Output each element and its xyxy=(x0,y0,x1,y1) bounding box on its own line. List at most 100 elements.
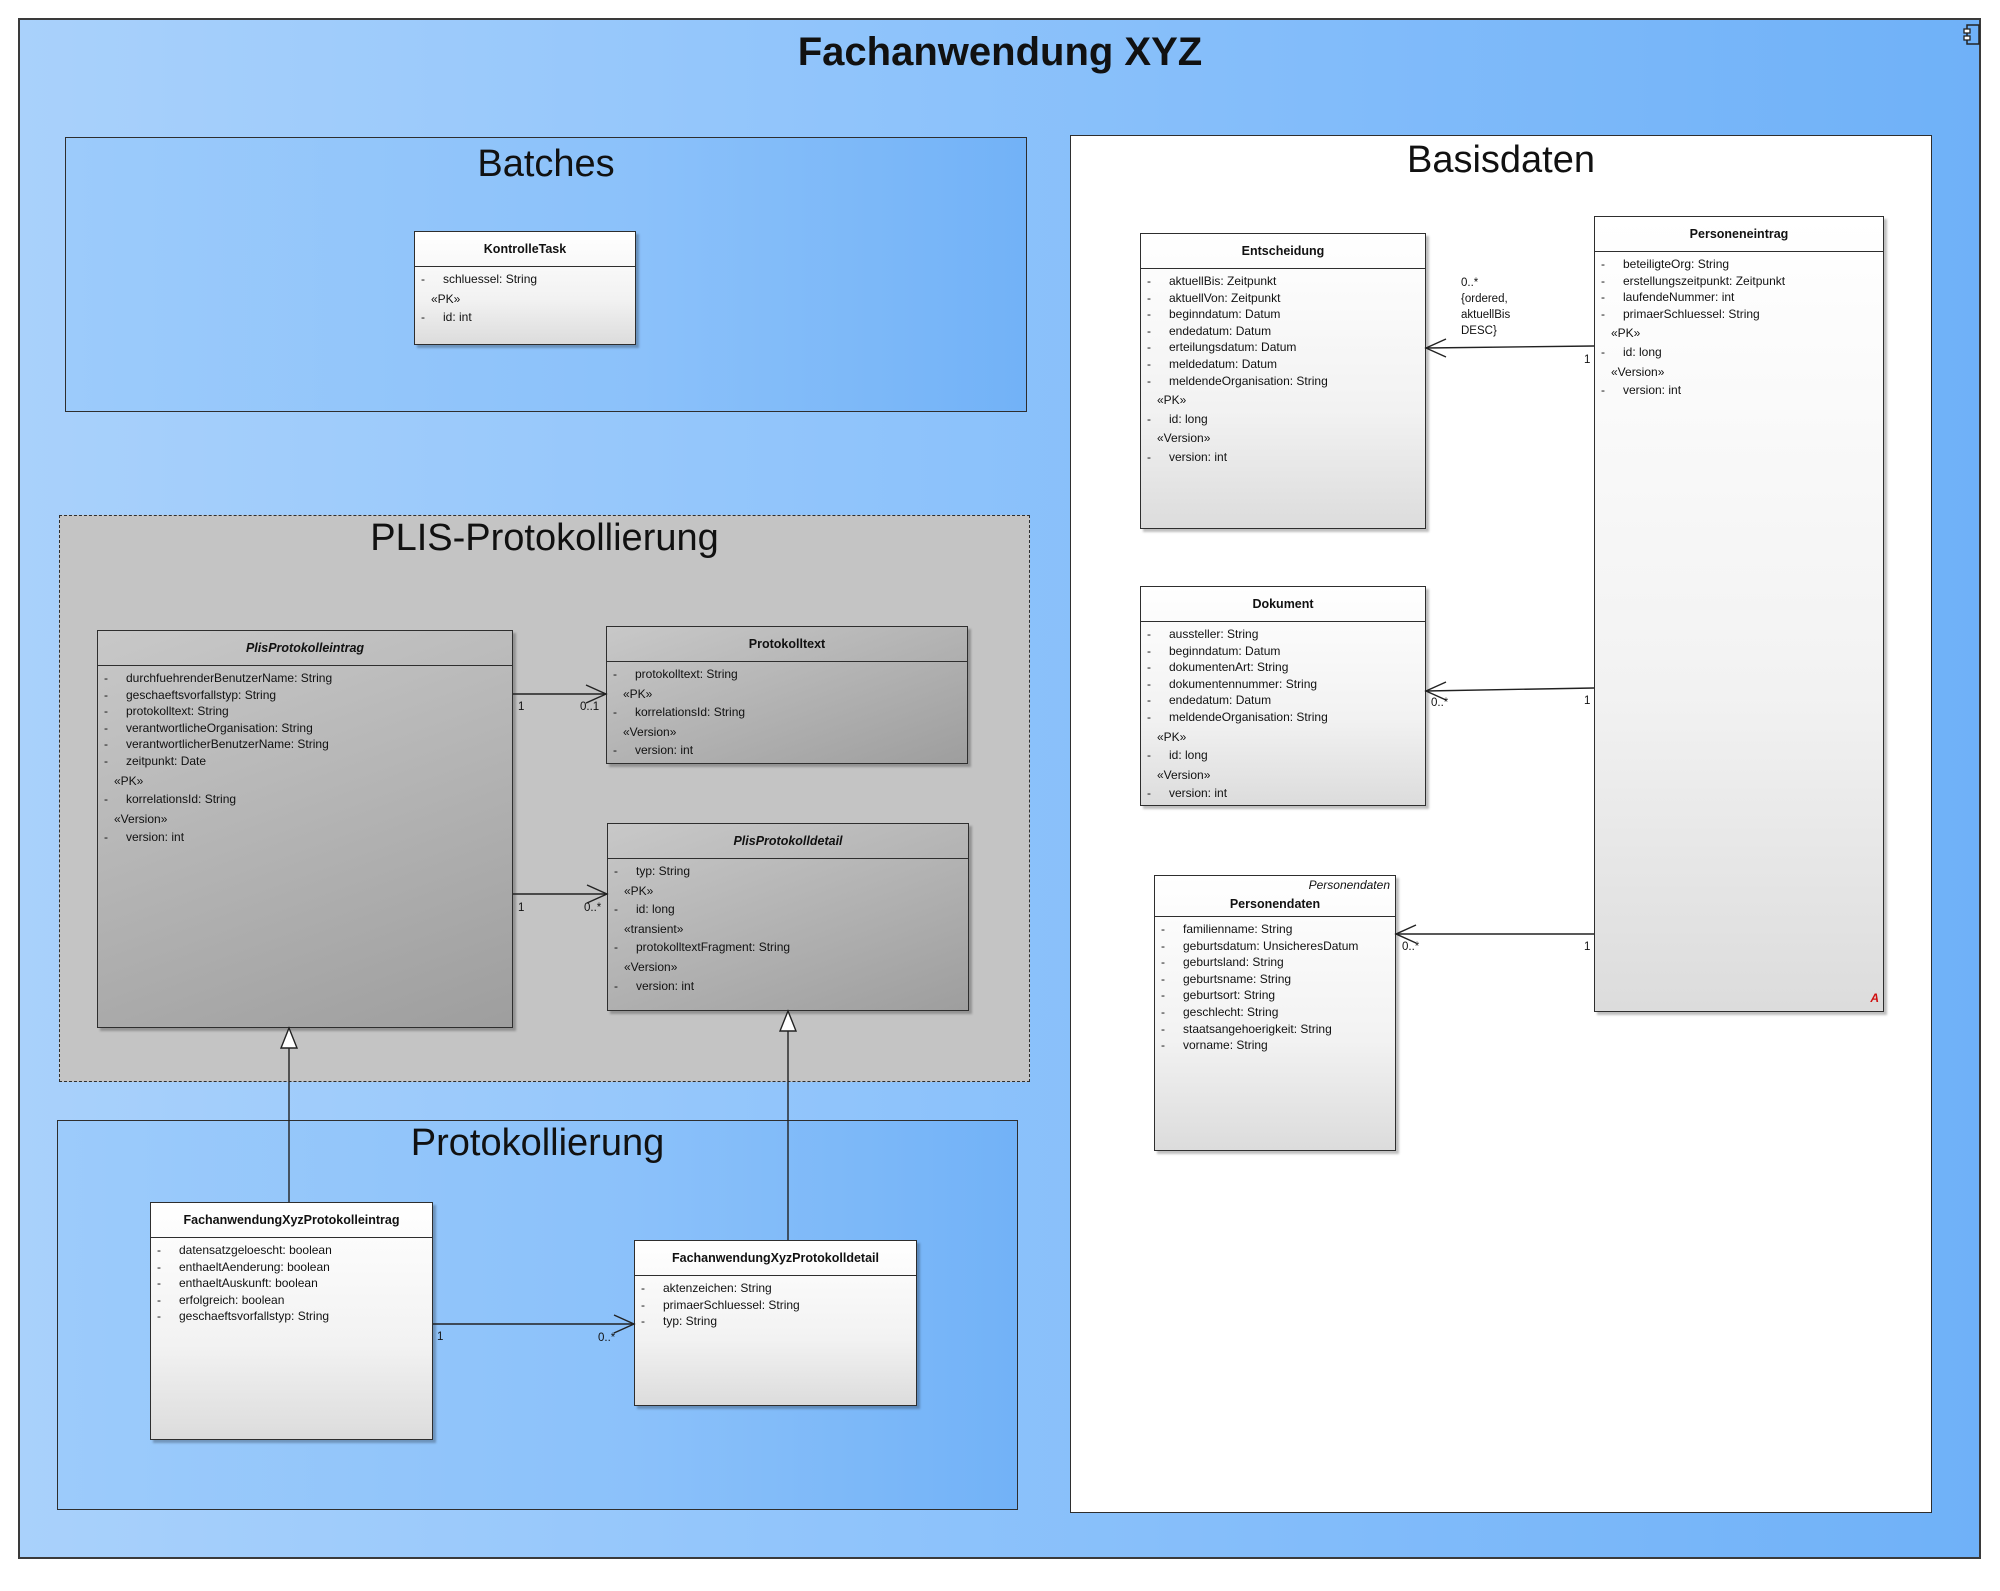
attribute: -korrelationsId: String xyxy=(613,705,746,720)
class-name: Personeneintrag xyxy=(1595,217,1883,252)
attribute: -dokumentenArt: String xyxy=(1147,660,1289,675)
arrowhead xyxy=(586,884,609,904)
stereotype-pk: «PK» xyxy=(1611,326,1641,341)
attribute: -geburtsname: String xyxy=(1161,971,1292,986)
attribute: -beginndatum: Datum xyxy=(1147,307,1281,322)
stereotype-transient: «transient» xyxy=(624,921,684,936)
attribute: -protokolltext: String xyxy=(104,704,229,719)
attribute: -typ: String xyxy=(641,1314,718,1329)
attribute: -protokolltextFragment: String xyxy=(614,940,791,955)
class-name: Entscheidung xyxy=(1141,234,1425,269)
abstract-marker: A xyxy=(1870,991,1879,1005)
class-name: Protokolltext xyxy=(607,627,967,662)
attribute: -version: int xyxy=(614,978,695,993)
class-name: PlisProtokolldetail xyxy=(608,824,968,859)
attribute: -aktuellVon: Zeitpunkt xyxy=(1147,290,1281,305)
attribute: -laufendeNummer: int xyxy=(1601,290,1735,305)
arrowhead xyxy=(1424,681,1447,701)
attribute: -geschaeftsvorfallstyp: String xyxy=(157,1309,330,1324)
attribute: -geschaeftsvorfallstyp: String xyxy=(104,687,277,702)
generalization-arrowhead xyxy=(279,1026,299,1049)
attribute: -erstellungszeitpunkt: Zeitpunkt xyxy=(1601,273,1786,288)
attribute: -schluessel: String xyxy=(421,272,538,286)
stereotype-pk: «PK» xyxy=(431,291,461,306)
multiplicity-label: 1 xyxy=(1584,354,1591,366)
attribute: -version: int xyxy=(1601,383,1682,398)
class-plisprotokolleintrag[interactable]: PlisProtokolleintrag -durchfuehrenderBen… xyxy=(97,630,513,1028)
class-entscheidung[interactable]: Entscheidung -aktuellBis: Zeitpunkt -akt… xyxy=(1140,233,1426,529)
attribute: -enthaeltAuskunft: boolean xyxy=(157,1276,318,1291)
attribute: -primaerSchluessel: String xyxy=(641,1297,800,1312)
stereotype-pk: «PK» xyxy=(114,773,144,788)
stereotype-pk: «PK» xyxy=(624,883,654,898)
attribute: -endedatum: Datum xyxy=(1147,693,1272,708)
attribute: -version: int xyxy=(1147,786,1228,801)
class-fachanwendungxyzprotokolldetail[interactable]: FachanwendungXyzProtokolldetail -aktenze… xyxy=(634,1240,917,1406)
stereotype-pk: «PK» xyxy=(1157,729,1187,744)
attribute: -meldedatum: Datum xyxy=(1147,356,1278,371)
attribute: -aktuellBis: Zeitpunkt xyxy=(1147,274,1277,288)
multiplicity-label: 0..* xyxy=(1461,277,1479,289)
multiplicity-label: 1 xyxy=(1584,695,1591,707)
attribute: -typ: String xyxy=(614,864,691,878)
attribute: -version: int xyxy=(104,830,185,845)
class-personendaten[interactable]: Personendaten Personendaten -familiennam… xyxy=(1154,875,1396,1151)
attribute: -meldendeOrganisation: String xyxy=(1147,709,1328,724)
attribute: -aussteller: String xyxy=(1147,627,1259,641)
diagram-title: Fachanwendung XYZ xyxy=(797,30,1203,74)
attribute: -erfolgreich: boolean xyxy=(157,1292,285,1307)
class-fachanwendungxyzprotokolleintrag[interactable]: FachanwendungXyzProtokolleintrag -datens… xyxy=(150,1202,433,1440)
association-line xyxy=(1425,345,1595,349)
stereotype-version: «Version» xyxy=(1157,431,1211,446)
attribute: -beginndatum: Datum xyxy=(1147,643,1281,658)
class-name: Dokument xyxy=(1141,587,1425,622)
attribute: -endedatum: Datum xyxy=(1147,323,1272,338)
class-name: Personendaten xyxy=(1155,892,1395,917)
arrowhead xyxy=(1394,924,1417,944)
class-name: FachanwendungXyzProtokolldetail xyxy=(635,1241,916,1276)
arrowhead xyxy=(613,1314,636,1334)
attribute: -familienname: String xyxy=(1161,922,1293,936)
attribute: -korrelationsId: String xyxy=(104,792,237,807)
stereotype-version: «Version» xyxy=(114,811,168,826)
class-plisprotokolldetail[interactable]: PlisProtokolldetail -typ: String «PK» -i… xyxy=(607,823,969,1011)
class-protokolltext[interactable]: Protokolltext -protokolltext: String «PK… xyxy=(606,626,968,764)
multiplicity-label: 1 xyxy=(437,1331,444,1343)
package-title: Basisdaten xyxy=(1406,139,1595,181)
stereotype-pk: «PK» xyxy=(1157,393,1187,408)
attribute: -zeitpunkt: Date xyxy=(104,753,207,768)
attribute: -aktenzeichen: String xyxy=(641,1281,772,1295)
attribute: -beteiligteOrg: String xyxy=(1601,257,1730,271)
multiplicity-label: 0..* xyxy=(584,902,602,914)
class-kontrolletask[interactable]: KontrolleTask -schluessel: String «PK» -… xyxy=(414,231,636,345)
attribute: -geburtsort: String xyxy=(1161,988,1276,1003)
attribute: -id: long xyxy=(1601,344,1662,359)
generalization-arrowhead xyxy=(778,1009,798,1032)
attribute: -id: long xyxy=(1147,411,1208,426)
attribute: -geschlecht: String xyxy=(1161,1004,1279,1019)
attribute: -erteilungsdatum: Datum xyxy=(1147,340,1297,355)
class-dokument[interactable]: Dokument -aussteller: String -beginndatu… xyxy=(1140,586,1426,806)
class-stereotype: Personendaten xyxy=(1308,878,1390,892)
multiplicity-label: 0..* xyxy=(598,1332,616,1344)
attribute: -id: int xyxy=(421,310,472,325)
multiplicity-label: 1 xyxy=(518,701,525,713)
arrowhead xyxy=(585,684,608,704)
package-title: Protokollierung xyxy=(410,1122,665,1164)
association-line xyxy=(1425,687,1595,692)
multiplicity-label: 0..* xyxy=(1431,697,1449,709)
stereotype-version: «Version» xyxy=(623,724,677,739)
multiplicity-label: 0..1 xyxy=(580,701,600,713)
constraint-label: aktuellBis xyxy=(1461,309,1511,321)
class-name: PlisProtokolleintrag xyxy=(98,631,512,666)
stereotype-version: «Version» xyxy=(1611,364,1665,379)
attribute: -version: int xyxy=(1147,449,1228,464)
attribute: -dokumentennummer: String xyxy=(1147,676,1318,691)
multiplicity-label: 1 xyxy=(1584,941,1591,953)
attribute: -verantwortlicheOrganisation: String xyxy=(104,720,313,735)
package-title: Batches xyxy=(477,143,615,185)
attribute: -enthaeltAenderung: boolean xyxy=(157,1259,330,1274)
class-personeneintrag[interactable]: Personeneintrag -beteiligteOrg: String -… xyxy=(1594,216,1884,1012)
attribute: -id: long xyxy=(1147,748,1208,763)
attribute: -durchfuehrenderBenutzerName: String xyxy=(104,671,333,685)
